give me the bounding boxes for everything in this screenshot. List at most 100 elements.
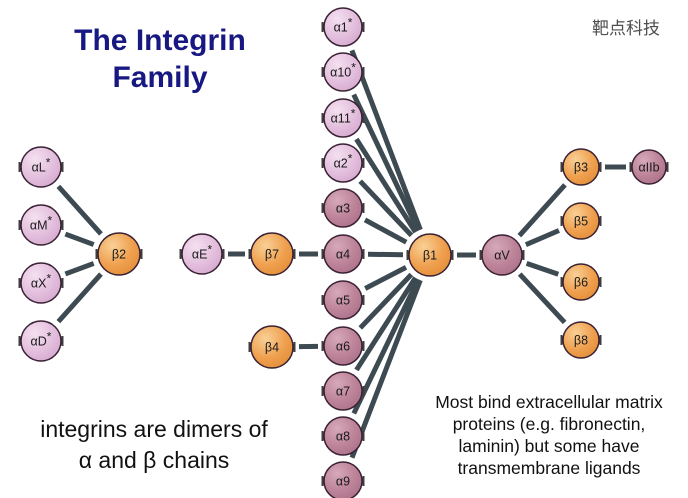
node-aE-circle	[181, 233, 223, 275]
node-b4-circle	[250, 325, 294, 369]
node-a1: α1*	[321, 7, 365, 47]
node-a8-label: α8	[336, 430, 350, 444]
node-b7: β7	[248, 232, 296, 276]
caption-ligands-line3: laminin) but some have	[458, 436, 640, 456]
node-a6: α6	[321, 326, 365, 366]
node-aIIb: αIIb	[629, 149, 669, 185]
node-a3-circle	[323, 188, 363, 228]
node-a9-circle	[323, 461, 363, 498]
node-b8-label: β8	[574, 334, 588, 348]
node-b3-label: β3	[574, 161, 588, 175]
node-a3-label: α3	[336, 202, 350, 216]
node-b3: β3	[560, 148, 602, 186]
edge-a8-b1	[351, 278, 421, 415]
caption-ligands-line1: Most bind extracellular matrix	[435, 392, 663, 412]
edge-a9-b1	[349, 279, 423, 459]
node-aIIb-circle	[631, 149, 667, 185]
node-b7-circle	[250, 232, 294, 276]
edge-aL-b2	[56, 184, 103, 236]
node-b2-label: β2	[112, 248, 126, 262]
edge-aD-b2	[56, 272, 103, 324]
node-a7-circle	[323, 371, 363, 411]
node-aE-label: αE*	[192, 243, 213, 262]
node-aM-label: αM*	[30, 214, 53, 233]
node-a6-circle	[323, 326, 363, 366]
node-a7-label: α7	[336, 385, 350, 399]
node-a10-circle	[323, 52, 363, 92]
node-aE: αE*	[179, 233, 225, 275]
edge-aV-b8	[517, 272, 567, 325]
node-b6-circle	[562, 263, 600, 301]
node-a5-circle	[323, 280, 363, 320]
node-a3: α3	[321, 188, 365, 228]
edge-a5-b1	[364, 265, 408, 291]
node-a11-circle	[323, 98, 363, 138]
node-a7: α7	[321, 371, 365, 411]
node-b2-circle	[97, 232, 141, 276]
node-a11-label: α11*	[331, 107, 356, 126]
node-aV-circle	[481, 234, 523, 276]
node-a4: α4	[321, 234, 365, 274]
node-a10: α10*	[321, 52, 365, 92]
node-b1-circle	[408, 233, 452, 277]
node-a9: α9	[321, 461, 365, 498]
edge-a1-b1	[349, 49, 423, 231]
node-a5: α5	[321, 280, 365, 320]
node-aD: αD*	[18, 320, 64, 362]
node-b7-label: β7	[265, 248, 279, 262]
edge-aV-b3	[517, 183, 567, 238]
edge-a2-b1	[358, 179, 414, 238]
node-a2: α2*	[321, 143, 365, 183]
edge-a11-b1	[354, 137, 418, 234]
node-a5-label: α5	[336, 294, 350, 308]
node-b5: β5	[560, 202, 602, 240]
node-b1-label: β1	[423, 249, 437, 263]
node-b1: β1	[406, 233, 454, 277]
node-b5-circle	[562, 202, 600, 240]
node-a2-circle	[323, 143, 363, 183]
caption-dimers: integrins are dimers of α and β chains	[8, 414, 300, 476]
node-aIIb-label: αIIb	[638, 161, 659, 175]
edge-a10-b1	[351, 93, 421, 232]
node-a1-circle	[323, 7, 363, 47]
node-b4: β4	[248, 325, 296, 369]
node-b2: β2	[95, 232, 143, 276]
page-title: The Integrin Family	[28, 22, 292, 96]
node-a6-label: α6	[336, 340, 350, 354]
node-aD-circle	[20, 320, 62, 362]
edge-aV-b5	[524, 228, 560, 248]
node-aD-label: αD*	[31, 330, 52, 349]
edge-aM-b2	[64, 231, 95, 247]
watermark-text: 靶点科技	[592, 19, 660, 38]
node-b3-circle	[562, 148, 600, 186]
page-title-line1: The Integrin	[74, 24, 246, 57]
edge-a6-b1	[358, 272, 414, 330]
caption-ligands-line4: transmembrane ligands	[457, 458, 641, 478]
caption-ligands: Most bind extracellular matrix proteins …	[410, 391, 688, 479]
node-aM: αM*	[18, 204, 64, 246]
caption-dimers-line1: integrins are dimers of	[40, 416, 268, 442]
caption-ligands-line2: proteins (e.g. fibronectin,	[452, 414, 646, 434]
node-aV: αV	[479, 234, 525, 276]
node-a8-circle	[323, 416, 363, 456]
node-aX: αX*	[18, 262, 64, 304]
caption-dimers-line2: α and β chains	[78, 447, 230, 473]
page-title-line2: Family	[112, 61, 208, 94]
node-a4-circle	[323, 234, 363, 274]
node-b8-circle	[562, 321, 600, 359]
node-aL: αL*	[18, 146, 64, 188]
node-b6-label: β6	[574, 276, 588, 290]
node-b6: β6	[560, 263, 602, 301]
node-aM-circle	[20, 204, 62, 246]
node-aL-circle	[20, 146, 62, 188]
node-aX-label: αX*	[31, 272, 52, 291]
node-a10-label: α10*	[330, 61, 356, 80]
node-a4-label: α4	[336, 248, 350, 262]
edge-a7-b1	[354, 276, 418, 372]
node-aV-label: αV	[494, 249, 510, 263]
node-aX-circle	[20, 262, 62, 304]
edge-aV-b6	[525, 261, 560, 277]
edge-a3-b1	[363, 217, 408, 245]
